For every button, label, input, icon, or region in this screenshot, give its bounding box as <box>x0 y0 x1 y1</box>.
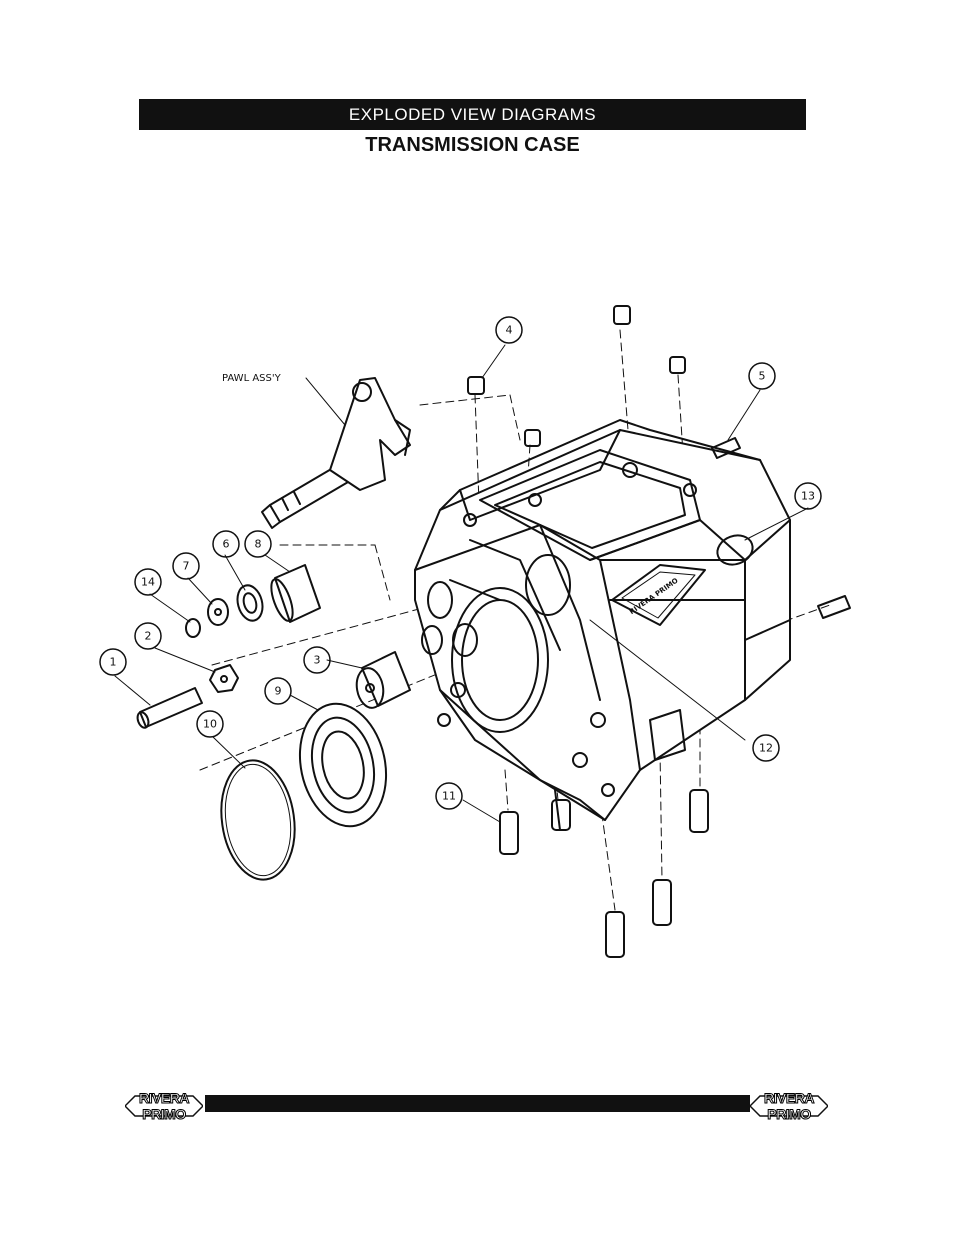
clip-14 <box>186 619 200 637</box>
footer-logo-left: RIVERA PRIMO <box>125 1088 203 1124</box>
callout-10: 10 <box>203 718 217 731</box>
sleeve-8 <box>275 565 320 622</box>
footer-logo-right: RIVERA PRIMO <box>750 1088 828 1124</box>
logo-right-line2: PRIMO <box>750 1106 828 1122</box>
nut-2 <box>210 665 238 692</box>
assembly-label: PAWL ASS'Y <box>222 373 282 384</box>
callout-4: 4 <box>506 324 513 337</box>
callout-12: 12 <box>759 742 773 755</box>
callout-9: 9 <box>275 685 282 698</box>
callout-14: 14 <box>141 576 155 589</box>
dowel-pins <box>468 306 685 446</box>
callout-5: 5 <box>759 370 766 383</box>
callout-7: 7 <box>183 560 190 573</box>
snap-ring-10 <box>214 756 302 885</box>
footer-bar <box>205 1095 750 1112</box>
callout-3: 3 <box>314 654 321 667</box>
callout-11: 11 <box>442 790 456 803</box>
logo-left-line1: RIVERA <box>125 1090 203 1106</box>
callout-1: 1 <box>110 656 117 669</box>
logo-right-line1: RIVERA <box>750 1090 828 1106</box>
callout-13: 13 <box>801 490 815 503</box>
pawl-assembly <box>262 378 410 528</box>
roller-3 <box>362 652 410 706</box>
bearing-6 <box>234 583 266 624</box>
transmission-case <box>415 420 790 830</box>
bearing-9 <box>289 696 397 835</box>
callout-6: 6 <box>223 538 230 551</box>
callout-2: 2 <box>145 630 152 643</box>
callout-8: 8 <box>255 538 262 551</box>
logo-left-line2: PRIMO <box>125 1106 203 1122</box>
